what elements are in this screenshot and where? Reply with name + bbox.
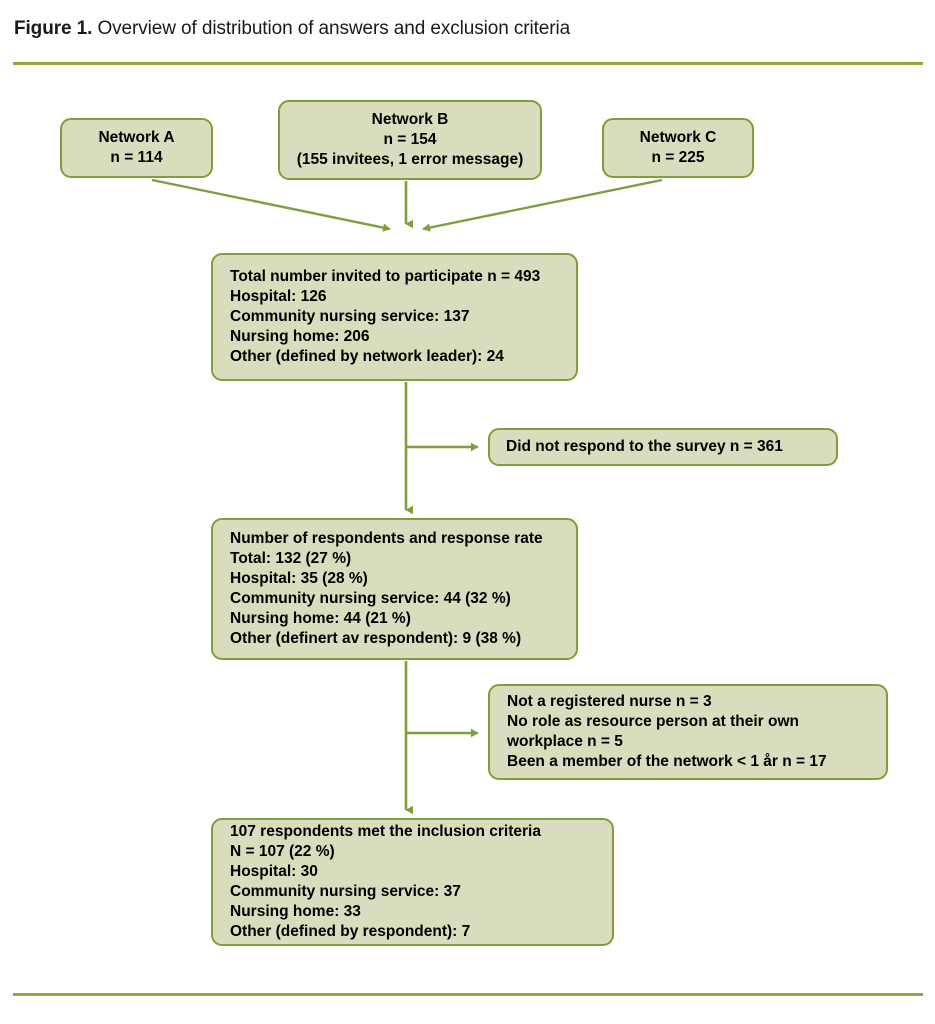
node-total-invited-line-3: Nursing home: 206 [230, 328, 370, 346]
node-respondents-line-5: Other (definert av respondent): 9 (38 %) [230, 630, 522, 648]
node-exclusion-criteria-line-1: No role as resource person at their own [507, 712, 799, 730]
edge-network-c-to-invited [422, 178, 663, 232]
node-included-respondents-line-0: 107 respondents met the inclusion criter… [230, 822, 541, 840]
node-included-respondents-line-5: Other (defined by respondent): 7 [230, 923, 471, 941]
node-included-respondents-line-2: Hospital: 30 [230, 862, 318, 880]
node-exclusion-criteria-line-2: workplace n = 5 [507, 733, 623, 750]
node-total-invited-line-4: Other (defined by network leader): 24 [230, 348, 504, 366]
header-divider [13, 62, 923, 65]
node-exclusion-criteria[interactable]: Not a registered nurse n = 3 No role as … [488, 684, 888, 780]
figure-title: Overview of distribution of answers and … [92, 18, 571, 39]
node-included-respondents-line-4: Nursing home: 33 [230, 903, 361, 921]
node-did-not-respond-line-0: Did not respond to the survey n = 361 [506, 437, 783, 455]
node-did-not-respond[interactable]: Did not respond to the survey n = 361 [488, 428, 838, 466]
node-total-invited[interactable]: Total number invited to participate n = … [211, 253, 578, 381]
node-network-c[interactable]: Network C n = 225 [602, 118, 754, 178]
node-respondents-line-0: Number of respondents and response rate [230, 529, 543, 547]
node-network-a-line-1: n = 114 [110, 149, 163, 166]
node-network-a-line-0: Network A [98, 128, 175, 146]
node-total-invited-line-2: Community nursing service: 137 [230, 307, 470, 325]
node-respondents[interactable]: Number of respondents and response rate … [211, 518, 578, 660]
node-total-invited-line-1: Hospital: 126 [230, 287, 327, 305]
node-network-b-line-0: Network B [371, 110, 449, 128]
node-network-b-line-2: (155 invitees, 1 error message) [296, 151, 524, 169]
node-included-respondents[interactable]: 107 respondents met the inclusion criter… [211, 818, 614, 946]
node-exclusion-criteria-line-3: Been a member of the network < 1 år n = … [507, 753, 827, 771]
footer-divider [13, 993, 923, 996]
node-network-c-line-0: Network C [639, 128, 717, 146]
edge-network-a-to-invited [151, 178, 391, 232]
node-respondents-line-2: Hospital: 35 (28 %) [230, 569, 368, 587]
node-network-b[interactable]: Network B n = 154 (155 invitees, 1 error… [278, 100, 542, 180]
node-network-a[interactable]: Network A n = 114 [60, 118, 213, 178]
node-respondents-line-1: Total: 132 (27 %) [230, 549, 352, 567]
node-network-c-line-1: n = 225 [651, 149, 705, 166]
figure-caption: Figure 1. Overview of distribution of an… [14, 18, 914, 40]
node-exclusion-criteria-line-0: Not a registered nurse n = 3 [507, 692, 712, 710]
node-total-invited-line-0: Total number invited to participate n = … [230, 267, 541, 285]
node-respondents-line-4: Nursing home: 44 (21 %) [230, 610, 411, 628]
node-network-b-line-1: n = 154 [383, 130, 437, 148]
node-included-respondents-line-1: N = 107 (22 %) [230, 842, 335, 860]
node-included-respondents-line-3: Community nursing service: 37 [230, 883, 461, 900]
figure-label: Figure 1. [14, 18, 93, 39]
node-respondents-line-3: Community nursing service: 44 (32 %) [230, 590, 511, 607]
